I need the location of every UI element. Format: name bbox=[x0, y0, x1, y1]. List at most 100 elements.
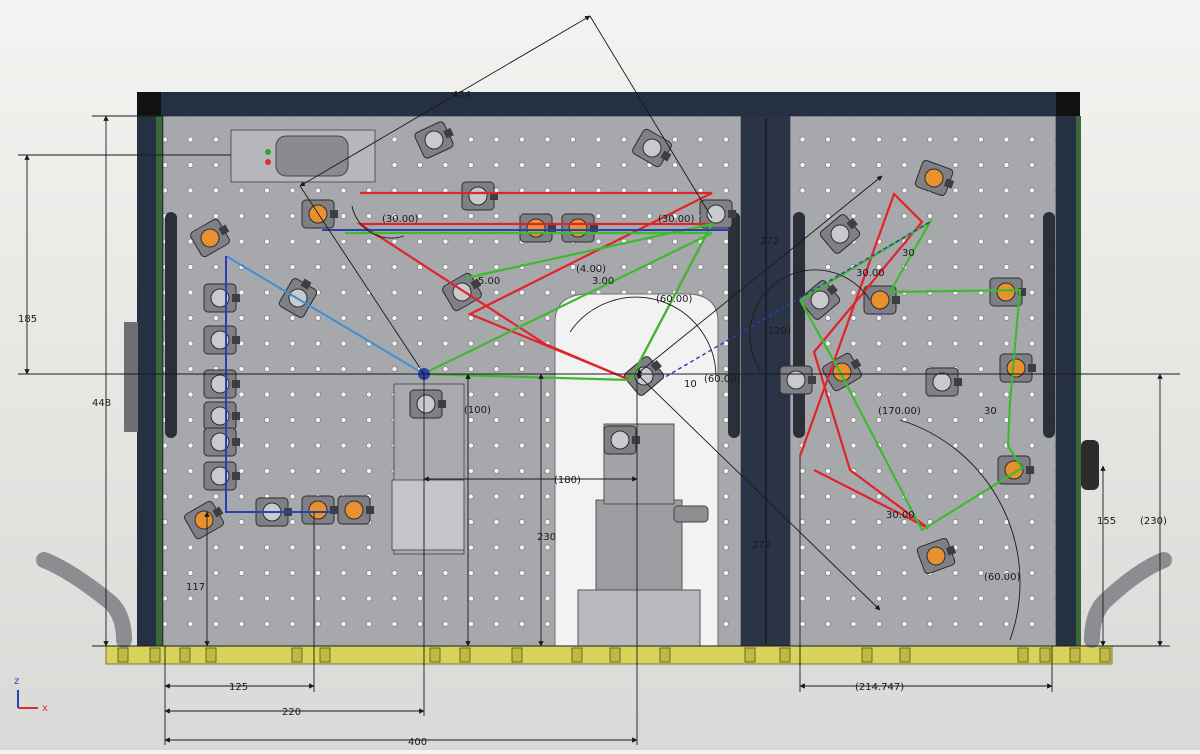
optic-mount bbox=[519, 213, 556, 243]
mount-knob bbox=[490, 192, 498, 200]
optic-element bbox=[932, 372, 952, 392]
beam-lightblue-path bbox=[225, 255, 425, 375]
mount-knob bbox=[1028, 364, 1036, 372]
base-bolt bbox=[861, 647, 873, 663]
mount-knob bbox=[660, 150, 672, 162]
label-30-small-b: 30 bbox=[902, 248, 915, 259]
label-100: (100) bbox=[464, 405, 491, 416]
optic-element bbox=[610, 430, 630, 450]
optic-mount bbox=[337, 495, 374, 525]
mount-knob bbox=[232, 412, 240, 420]
base-plate-body bbox=[105, 645, 1113, 665]
optic-element bbox=[568, 218, 588, 238]
left-side-connector bbox=[124, 322, 138, 432]
base-bolt bbox=[1039, 647, 1051, 663]
mount-knob bbox=[590, 224, 598, 232]
optic-element bbox=[308, 500, 328, 520]
mount-knob bbox=[218, 224, 230, 236]
dim-272-top bbox=[636, 175, 883, 375]
label-120: (120) bbox=[764, 326, 791, 337]
optic-element bbox=[924, 168, 944, 188]
label-214747: (214.747) bbox=[855, 682, 904, 693]
mount-knob bbox=[548, 224, 556, 232]
arc-60-right bbox=[749, 269, 871, 371]
mount-knob bbox=[232, 380, 240, 388]
label-180: (180) bbox=[554, 475, 581, 486]
mount-knob bbox=[366, 506, 374, 514]
optic-element bbox=[642, 138, 662, 158]
mount-knob bbox=[330, 210, 338, 218]
optic-element bbox=[1006, 358, 1026, 378]
base-bolt bbox=[205, 647, 217, 663]
label-272-top: 272 bbox=[760, 236, 779, 247]
label-125: 125 bbox=[229, 682, 248, 693]
right-grip-2 bbox=[1043, 212, 1055, 438]
label-220: 220 bbox=[282, 707, 301, 718]
dimension-lines bbox=[18, 15, 1180, 745]
label-30-small: 30 bbox=[984, 406, 997, 417]
frame-left-edge bbox=[156, 116, 162, 646]
dim-424-ext2 bbox=[299, 185, 425, 375]
label-60-right: (60.00) bbox=[704, 374, 741, 385]
optic-mount bbox=[603, 425, 640, 455]
label-5: 5.00 bbox=[478, 276, 500, 287]
mount-knob bbox=[300, 278, 312, 290]
left-grip-1 bbox=[165, 212, 177, 438]
optic-mount bbox=[561, 213, 598, 243]
beam-blue-vertical bbox=[225, 256, 334, 513]
optic-element bbox=[210, 466, 230, 486]
label-230-right: (230) bbox=[1140, 516, 1167, 527]
base-plate bbox=[105, 645, 1113, 665]
label-30-top-right: (30.00) bbox=[658, 214, 695, 225]
mount-knob bbox=[1026, 466, 1034, 474]
label-60-center: (60.00) bbox=[656, 294, 693, 305]
frame-top-rail bbox=[137, 92, 1080, 116]
optic-element bbox=[870, 290, 890, 310]
optic-mount bbox=[203, 401, 240, 431]
base-bolt bbox=[319, 647, 331, 663]
base-bolt bbox=[149, 647, 161, 663]
base-bolt bbox=[779, 647, 791, 663]
optic-mount bbox=[190, 218, 230, 258]
optic-element bbox=[210, 374, 230, 394]
label-30-right: 30.00 bbox=[856, 268, 885, 279]
mount-knob bbox=[892, 296, 900, 304]
stage-micrometer bbox=[673, 505, 709, 523]
optic-mount bbox=[203, 427, 240, 457]
mount-knob bbox=[438, 400, 446, 408]
dim-424-diag bbox=[299, 15, 591, 187]
base-bolt bbox=[1017, 647, 1029, 663]
optic-mount bbox=[203, 325, 240, 355]
left-carry-handle bbox=[36, 552, 132, 648]
label-170: (170.00) bbox=[878, 406, 921, 417]
dim-272-bottom bbox=[636, 373, 881, 611]
base-bolt bbox=[459, 647, 471, 663]
dimension-labels: 448 185 117 230 (100) (230) 155 125 220 … bbox=[18, 90, 1167, 748]
arc-bottom-right bbox=[899, 419, 1021, 641]
mount-knob bbox=[943, 178, 955, 189]
base-bolt bbox=[291, 647, 303, 663]
optic-mount bbox=[925, 367, 962, 397]
optic-element bbox=[996, 282, 1016, 302]
label-448: 448 bbox=[92, 398, 111, 409]
optic-element bbox=[926, 546, 946, 566]
frame-corner-tr bbox=[1056, 92, 1080, 116]
label-230-center: 230 bbox=[537, 532, 556, 543]
optic-mount bbox=[916, 537, 957, 575]
mount-knob bbox=[212, 506, 224, 518]
stage-lower bbox=[577, 589, 701, 647]
base-bolt bbox=[511, 647, 523, 663]
mount-knob bbox=[954, 378, 962, 386]
base-bolt bbox=[899, 647, 911, 663]
optic-mount bbox=[461, 181, 498, 211]
mount-knob bbox=[728, 210, 736, 218]
laser-tube bbox=[275, 135, 349, 177]
base-bolt bbox=[1099, 647, 1111, 663]
optic-element bbox=[344, 500, 364, 520]
mount-knob bbox=[232, 472, 240, 480]
objective-base bbox=[391, 479, 465, 551]
mount-knob bbox=[808, 376, 816, 384]
optic-element bbox=[416, 394, 436, 414]
